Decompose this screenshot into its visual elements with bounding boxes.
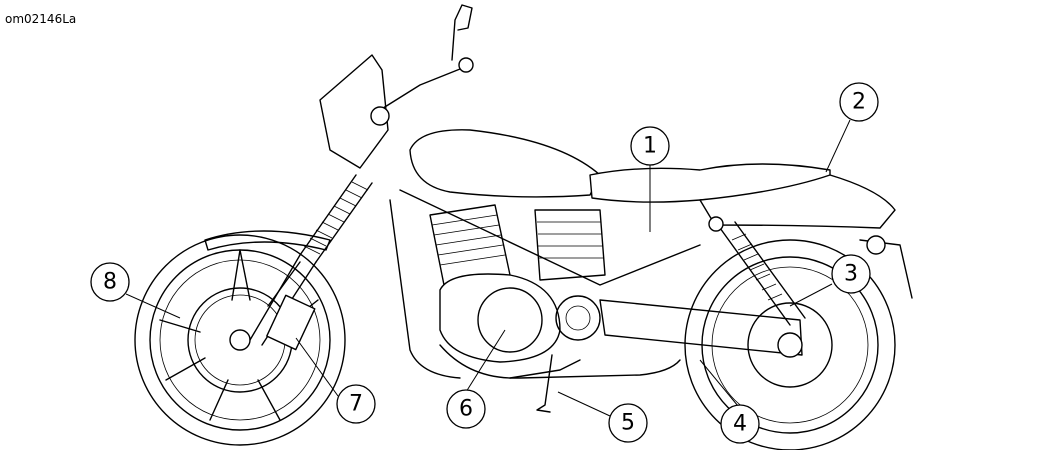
front-forks — [249, 174, 373, 351]
tail-light — [866, 235, 886, 255]
callout-number: 3 — [844, 262, 858, 287]
handlebars — [370, 4, 474, 126]
callout-8: 8 — [90, 262, 130, 302]
fuel-tank — [409, 129, 601, 198]
callout-number: 7 — [349, 392, 363, 417]
callout-7: 7 — [336, 384, 376, 424]
callout-2: 2 — [839, 82, 879, 122]
callout-number: 8 — [103, 270, 117, 295]
rear-wheel — [684, 239, 896, 450]
callout-4: 4 — [720, 404, 760, 444]
callout-number: 2 — [852, 90, 866, 115]
callout-number: 5 — [621, 411, 635, 436]
leader-lines — [125, 119, 851, 417]
callout-number: 6 — [459, 397, 473, 422]
exhaust — [439, 344, 681, 379]
engine — [429, 204, 606, 363]
rear-shock — [708, 216, 806, 326]
callout-number: 4 — [733, 412, 747, 437]
callout-1: 1 — [630, 126, 670, 166]
rear-tail-section — [699, 174, 896, 229]
headlight-fairing — [319, 54, 389, 169]
frame — [389, 189, 701, 379]
callout-3: 3 — [831, 254, 871, 294]
swingarm — [599, 299, 803, 356]
callout-number: 1 — [643, 134, 657, 159]
figure-id-label: om02146La — [5, 12, 77, 26]
callout-5: 5 — [608, 403, 648, 443]
front-fender — [204, 230, 331, 251]
kickstand — [536, 354, 553, 413]
callout-6: 6 — [446, 389, 486, 429]
footpeg-bracket — [509, 359, 581, 379]
